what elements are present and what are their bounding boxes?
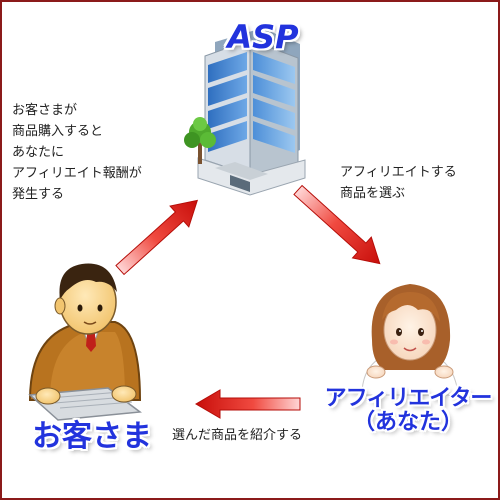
arrow-customer-to-asp [115,199,199,276]
note-right-line: 商品を選ぶ [340,186,406,201]
note-left-line: お客さまが [12,103,78,118]
customer-person-icon [28,263,142,421]
customer-label: お客さま [32,419,152,454]
note-left-line: 商品購入すると [12,124,104,139]
note-bottom: 選んだ商品を紹介する [172,428,303,443]
affiliate-label: アフィリエイター （あなた） [318,386,498,436]
note-left-line: 発生する [12,187,65,202]
affiliate-label-line2: （あなた） [352,410,463,436]
building-icon [184,28,306,196]
affiliate-label-line1: アフィリエイター [324,386,493,411]
note-right-line: アフィリエイトする [340,165,457,180]
note-right: アフィリエイトする 商品を選ぶ [340,162,457,204]
affiliate-person-icon [361,284,459,396]
asp-label: ASP [227,18,299,56]
note-left: お客さまが 商品購入すると あなたに アフィリエイト報酬が 発生する [12,100,142,205]
arrow-asp-to-affiliate [293,184,381,265]
note-left-line: あなたに [12,145,65,160]
note-left-line: アフィリエイト報酬が [12,166,142,181]
arrow-affiliate-to-customer [195,389,301,419]
